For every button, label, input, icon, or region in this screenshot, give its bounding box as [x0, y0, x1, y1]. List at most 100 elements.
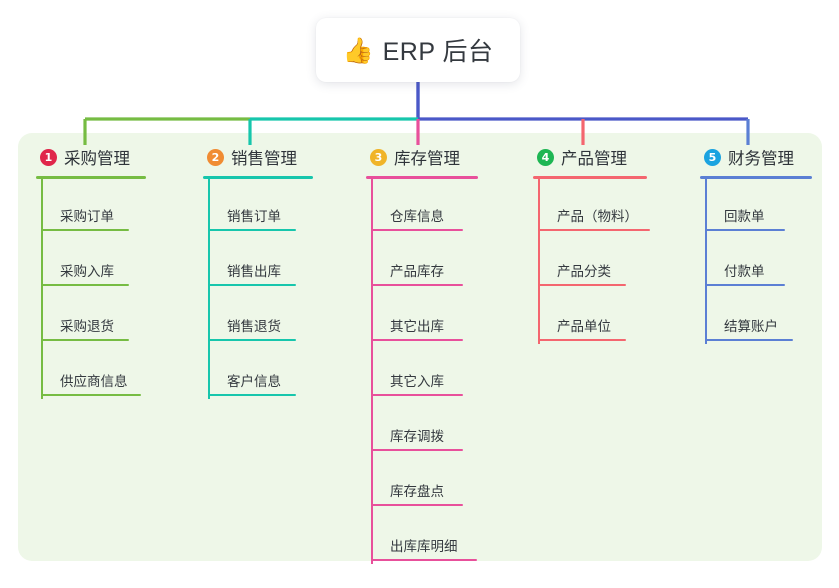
leaf-node-rule	[41, 394, 141, 396]
leaf-node-rule	[371, 449, 463, 451]
leaf-node-label: 产品分类	[557, 264, 611, 279]
leaf-node-label: 销售退货	[227, 319, 281, 334]
leaf-node[interactable]: 付款单	[700, 234, 812, 289]
diagram-panel	[18, 133, 822, 561]
branch-title: 产品管理	[561, 150, 627, 168]
branch-title: 库存管理	[394, 150, 460, 168]
leaf-node-label: 产品（物料）	[557, 209, 638, 224]
branch-leaf-list: 采购订单采购入库采购退货供应商信息	[36, 179, 146, 399]
leaf-node-label: 库存盘点	[390, 484, 444, 499]
branch-trunk-line	[371, 179, 373, 564]
branch-leaf-list: 回款单付款单结算账户	[700, 179, 812, 344]
leaf-node[interactable]: 出库库明细	[366, 509, 478, 564]
root-node-card[interactable]: 👍 ERP 后台	[316, 18, 520, 82]
leaf-node-rule	[208, 394, 296, 396]
leaf-node-label: 仓库信息	[390, 209, 444, 224]
branch-leaf-list: 仓库信息产品库存其它出库其它入库库存调拨库存盘点出库库明细	[366, 179, 478, 564]
leaf-node[interactable]: 库存盘点	[366, 454, 478, 509]
leaf-node[interactable]: 结算账户	[700, 289, 812, 344]
leaf-node[interactable]: 采购退货	[36, 289, 146, 344]
leaf-node-label: 供应商信息	[60, 374, 128, 389]
leaf-node[interactable]: 回款单	[700, 179, 812, 234]
branch-trunk-line	[538, 179, 540, 344]
branch-trunk-line	[208, 179, 210, 399]
leaf-node-rule	[705, 284, 785, 286]
leaf-node-rule	[705, 339, 793, 341]
branch-leaf-list: 产品（物料） 产品分类产品单位	[533, 179, 650, 344]
root-node-label: ERP 后台	[382, 38, 494, 66]
leaf-node[interactable]: 客户信息	[203, 344, 313, 399]
branch-header-2[interactable]: 2 销售管理	[203, 145, 313, 169]
leaf-node-label: 采购入库	[60, 264, 114, 279]
branch-header-rule	[203, 176, 313, 179]
branch-number-badge: 3	[370, 148, 387, 166]
branch-number-badge: 2	[207, 148, 224, 166]
leaf-node-rule	[538, 339, 626, 341]
branch-number-badge: 4	[537, 148, 554, 166]
leaf-node-label: 库存调拨	[390, 429, 444, 444]
branch-number-badge: 5	[704, 148, 721, 166]
leaf-node-rule	[41, 284, 129, 286]
leaf-node-rule	[208, 229, 296, 231]
branch-title: 销售管理	[231, 150, 297, 168]
leaf-node-label: 采购订单	[60, 209, 114, 224]
leaf-node-rule	[371, 284, 463, 286]
leaf-node[interactable]: 仓库信息	[366, 179, 478, 234]
leaf-node[interactable]: 采购订单	[36, 179, 146, 234]
branch-column-1: 1 采购管理采购订单采购入库采购退货供应商信息	[36, 145, 146, 399]
branch-header-4[interactable]: 4 产品管理	[533, 145, 647, 169]
branch-header-rule	[533, 176, 647, 179]
branch-column-3: 3 库存管理仓库信息产品库存其它出库其它入库库存调拨库存盘点出库库明细	[366, 145, 478, 564]
branch-column-5: 5 财务管理回款单付款单结算账户	[700, 145, 812, 344]
leaf-node-rule	[371, 229, 463, 231]
leaf-node[interactable]: 产品库存	[366, 234, 478, 289]
branch-header-rule	[36, 176, 146, 179]
leaf-node[interactable]: 产品单位	[533, 289, 647, 344]
leaf-node[interactable]: 销售订单	[203, 179, 313, 234]
leaf-node[interactable]: 产品（物料）	[533, 179, 650, 234]
leaf-node-rule	[371, 504, 463, 506]
leaf-node-rule	[538, 284, 626, 286]
leaf-node[interactable]: 其它出库	[366, 289, 478, 344]
leaf-node-rule	[538, 229, 650, 231]
leaf-node-label: 销售订单	[227, 209, 281, 224]
branch-title: 财务管理	[728, 150, 794, 168]
leaf-node[interactable]: 销售退货	[203, 289, 313, 344]
leaf-node-label: 销售出库	[227, 264, 281, 279]
leaf-node[interactable]: 采购入库	[36, 234, 146, 289]
leaf-node[interactable]: 产品分类	[533, 234, 647, 289]
leaf-node-label: 客户信息	[227, 374, 281, 389]
thumbs-up-emoji: 👍	[342, 35, 374, 65]
branch-header-3[interactable]: 3 库存管理	[366, 145, 478, 169]
leaf-node-label: 其它出库	[390, 319, 444, 334]
leaf-node-rule	[208, 284, 296, 286]
branch-column-4: 4 产品管理产品（物料） 产品分类产品单位	[533, 145, 650, 344]
leaf-node[interactable]: 库存调拨	[366, 399, 478, 454]
leaf-node-label: 其它入库	[390, 374, 444, 389]
leaf-node-label: 出库库明细	[390, 539, 458, 554]
leaf-node-label: 产品库存	[390, 264, 444, 279]
branch-title: 采购管理	[64, 150, 130, 168]
leaf-node-rule	[41, 229, 129, 231]
leaf-node-rule	[705, 229, 785, 231]
leaf-node[interactable]: 销售出库	[203, 234, 313, 289]
leaf-node[interactable]: 供应商信息	[36, 344, 146, 399]
leaf-node[interactable]: 其它入库	[366, 344, 478, 399]
branch-number-badge: 1	[40, 148, 57, 166]
leaf-node-rule	[41, 339, 129, 341]
branch-header-5[interactable]: 5 财务管理	[700, 145, 812, 169]
leaf-node-label: 采购退货	[60, 319, 114, 334]
leaf-node-label: 结算账户	[724, 319, 778, 334]
leaf-node-label: 产品单位	[557, 319, 611, 334]
branch-header-rule	[700, 176, 812, 179]
branch-column-2: 2 销售管理销售订单销售出库销售退货客户信息	[203, 145, 313, 399]
branch-trunk-line	[705, 179, 707, 344]
leaf-node-rule	[208, 339, 296, 341]
branch-header-1[interactable]: 1 采购管理	[36, 145, 146, 169]
leaf-node-label: 回款单	[724, 209, 765, 224]
branch-trunk-line	[41, 179, 43, 399]
leaf-node-rule	[371, 394, 463, 396]
branch-header-rule	[366, 176, 478, 179]
leaf-node-rule	[371, 339, 463, 341]
